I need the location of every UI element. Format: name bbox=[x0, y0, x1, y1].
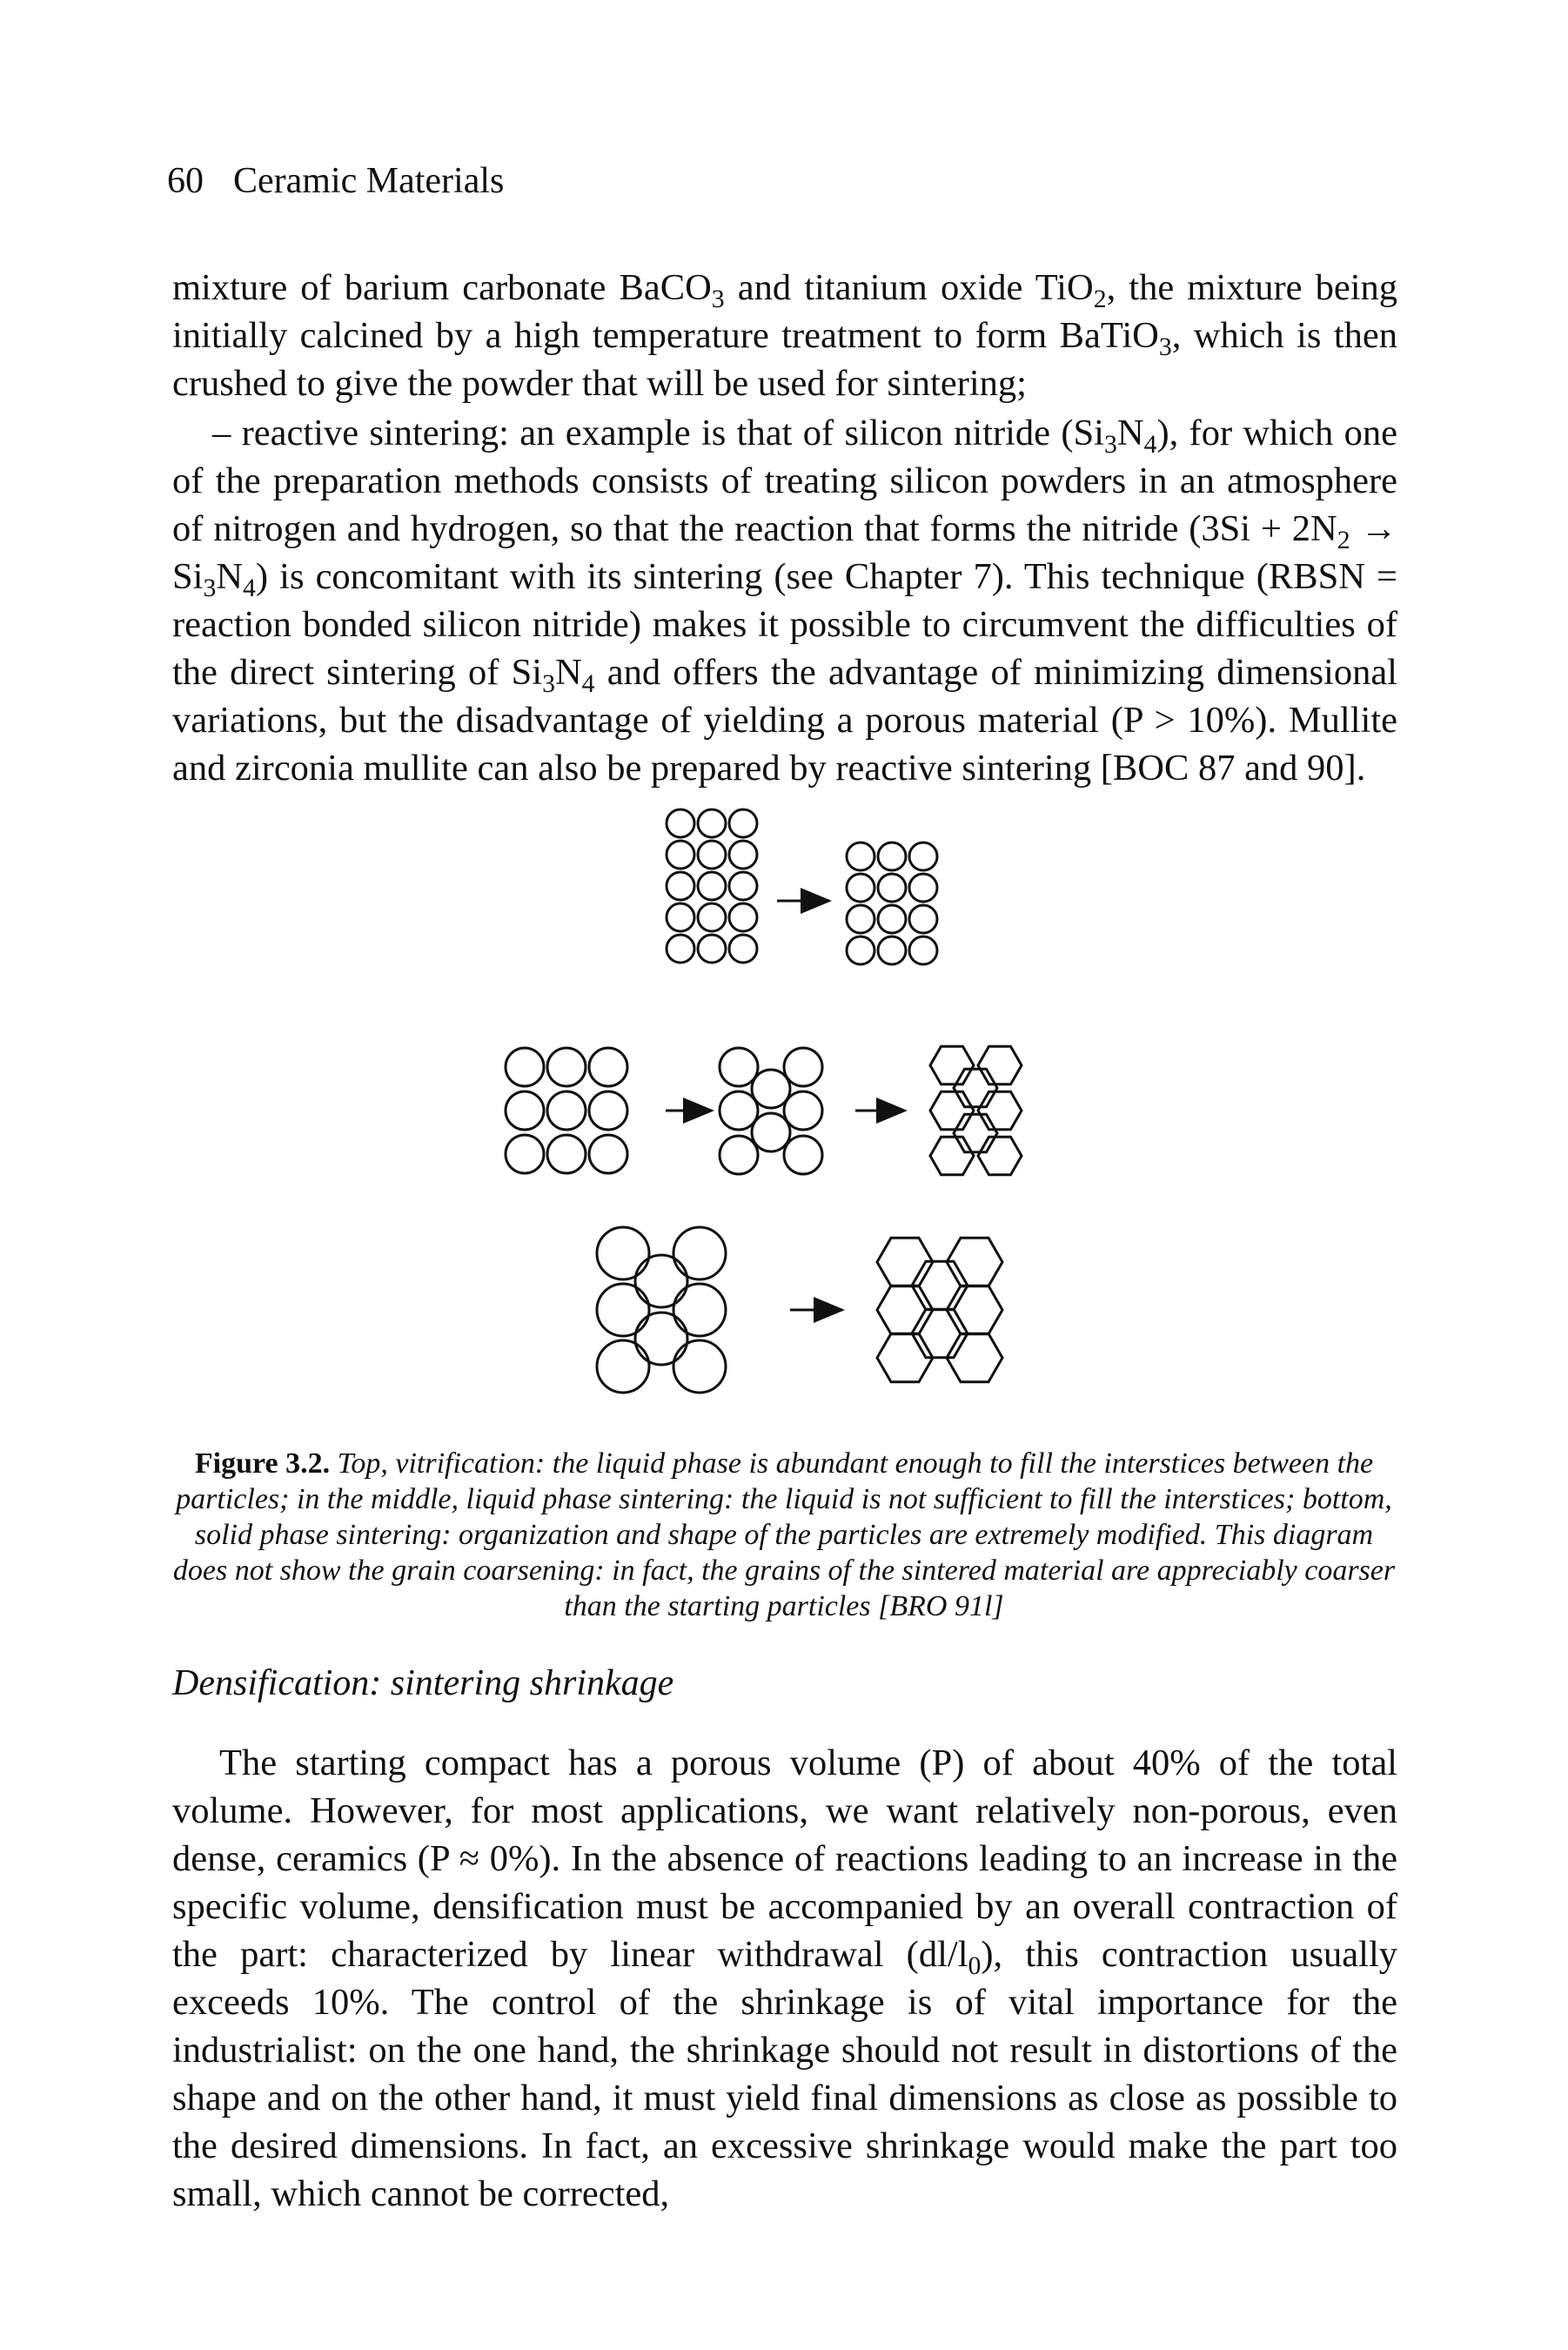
solid-phase-grain bbox=[875, 1332, 935, 1384]
page-number: 60 bbox=[167, 161, 204, 201]
liquid-phase-grain bbox=[928, 1135, 975, 1177]
rearranged-particle bbox=[782, 1134, 824, 1176]
solid-phase-particle bbox=[595, 1339, 651, 1394]
vitrification-particle bbox=[727, 902, 759, 933]
starting-particle bbox=[587, 1133, 629, 1175]
solid-phase-particle bbox=[672, 1225, 727, 1281]
vitrified-particle bbox=[908, 872, 939, 903]
vitrification-particle bbox=[727, 839, 759, 870]
starting-particle bbox=[504, 1133, 546, 1175]
liquid-phase-grain bbox=[976, 1044, 1023, 1086]
solid-phase-particle bbox=[595, 1282, 651, 1338]
vitrified-particle bbox=[845, 935, 876, 966]
vitrification-particle bbox=[727, 933, 759, 964]
starting-particle bbox=[587, 1090, 629, 1131]
solid-phase-particle bbox=[595, 1225, 651, 1281]
running-header: 60 Ceramic Materials bbox=[167, 160, 504, 202]
vitrification-particle bbox=[665, 808, 696, 839]
vitrification-particle bbox=[727, 808, 759, 839]
starting-particle bbox=[546, 1133, 587, 1175]
rearranged-particle bbox=[750, 1111, 792, 1153]
starting-particle bbox=[504, 1090, 546, 1131]
vitrification-particle bbox=[696, 808, 727, 839]
starting-particle bbox=[546, 1090, 587, 1131]
rearranged-particle bbox=[718, 1046, 760, 1088]
rearranged-particle bbox=[718, 1090, 760, 1131]
vitrified-particle bbox=[908, 841, 939, 872]
liquid-phase-grain bbox=[928, 1044, 975, 1086]
solid-phase-particle bbox=[672, 1282, 727, 1338]
rearranged-particle bbox=[750, 1068, 792, 1110]
vitrified-particle bbox=[876, 935, 908, 966]
vitrified-particle bbox=[876, 872, 908, 903]
vitrified-particle bbox=[876, 841, 908, 872]
sintering-diagram bbox=[504, 808, 1023, 1394]
vitrified-particle bbox=[908, 903, 939, 935]
solid-phase-particle bbox=[633, 1253, 689, 1309]
solid-phase-particle bbox=[672, 1339, 727, 1394]
liquid-phase-grain bbox=[952, 1112, 999, 1154]
paragraph-reactive-sintering: – reactive sintering: an example is that… bbox=[172, 413, 1398, 789]
vitrification-particle bbox=[696, 902, 727, 933]
vitrification-particle bbox=[665, 933, 696, 964]
figure-label: Figure 3.2. bbox=[194, 1447, 331, 1480]
starting-particle bbox=[504, 1046, 546, 1088]
starting-particle bbox=[587, 1046, 629, 1088]
vitrified-particle bbox=[845, 872, 876, 903]
vitrification-particle bbox=[665, 839, 696, 870]
vitrification-particle bbox=[696, 933, 727, 964]
vitrification-particle bbox=[665, 902, 696, 933]
vitrification-particle bbox=[665, 870, 696, 902]
figure-caption-text: Top, vitrification: the liquid phase is … bbox=[172, 1447, 1396, 1622]
solid-phase-particle bbox=[633, 1311, 689, 1366]
liquid-phase-grain bbox=[928, 1090, 975, 1131]
vitrification-particle bbox=[727, 870, 759, 902]
vitrification-particle bbox=[696, 839, 727, 870]
vitrified-particle bbox=[908, 935, 939, 966]
liquid-phase-grain bbox=[976, 1090, 1023, 1131]
paragraph-1: mixture of barium carbonate BaCO3 and ti… bbox=[172, 267, 1398, 404]
vitrification-particle bbox=[696, 870, 727, 902]
rearranged-particle bbox=[782, 1090, 824, 1131]
vitrified-particle bbox=[845, 841, 876, 872]
solid-phase-grain bbox=[945, 1332, 1004, 1384]
figure-caption: Figure 3.2. Top, vitrification: the liqu… bbox=[171, 1446, 1397, 1624]
section-heading: Densification: sintering shrinkage bbox=[172, 1663, 674, 1703]
rearranged-particle bbox=[782, 1046, 824, 1088]
vitrified-particle bbox=[845, 903, 876, 935]
liquid-phase-grain bbox=[976, 1135, 1023, 1177]
rearranged-particle bbox=[718, 1134, 760, 1176]
liquid-phase-grain bbox=[952, 1067, 999, 1109]
starting-particle bbox=[546, 1046, 587, 1088]
running-title: Ceramic Materials bbox=[233, 161, 505, 201]
vitrified-particle bbox=[876, 903, 908, 935]
paragraph-densification: The starting compact has a porous volume… bbox=[172, 1742, 1397, 2214]
